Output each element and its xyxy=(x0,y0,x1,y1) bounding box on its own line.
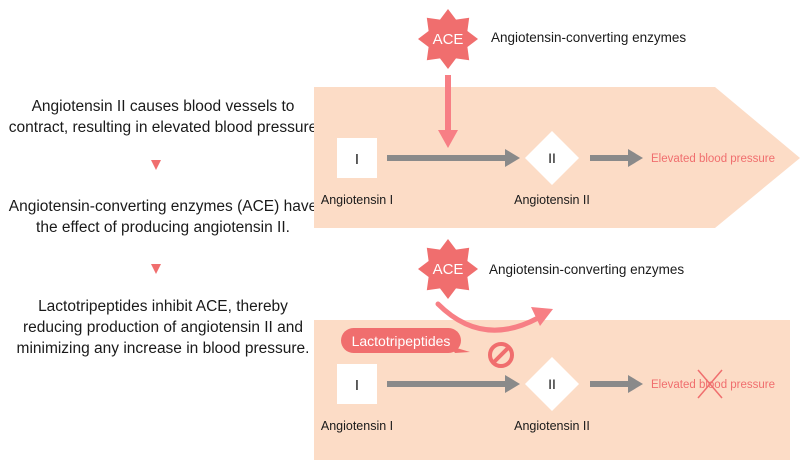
step-arrow-2 xyxy=(151,264,161,274)
conversion-arrow-shaft-upper xyxy=(387,155,507,161)
ace-label-lower: ACE xyxy=(433,261,464,278)
deflected-arrow-head xyxy=(531,307,553,326)
angiotensin-1-node-lower xyxy=(337,364,377,404)
prohibited-icon xyxy=(488,342,514,368)
ace-down-arrow-head xyxy=(438,130,458,148)
effect-arrow-head-lower xyxy=(628,375,643,393)
step-2-text: Angiotensin-converting enzymes (ACE) hav… xyxy=(8,198,318,236)
angiotensin-1-label-lower: Angiotensin I xyxy=(321,419,393,433)
step-3-text: Lactotripeptides inhibit ACE, thereby re… xyxy=(16,298,310,357)
lactotripeptides-badge: Lactotripeptides xyxy=(341,328,470,353)
angiotensin-2-label-lower: Angiotensin II xyxy=(514,419,590,433)
effect-arrow-shaft-lower xyxy=(590,381,630,387)
elevated-bp-lower: Elevated blood pressure xyxy=(651,379,775,391)
angiotensin-2-symbol-lower: II xyxy=(548,376,556,392)
ace-label-upper: ACE xyxy=(433,31,464,48)
elevated-bp-upper: Elevated blood pressure xyxy=(651,153,775,165)
ace-desc-upper: Angiotensin-converting enzymes xyxy=(491,30,686,45)
angiotensin-1-symbol-lower: I xyxy=(355,377,359,394)
effect-arrow-head-upper xyxy=(628,149,643,167)
ace-down-arrow-shaft xyxy=(445,75,451,132)
ace-star-lower: ACE xyxy=(418,239,478,299)
conversion-arrow-head-lower xyxy=(505,375,520,393)
angiotensin-2-node-lower xyxy=(525,357,579,411)
lactotripeptides-label: Lactotripeptides xyxy=(352,333,451,349)
ace-star-upper: ACE xyxy=(418,9,478,69)
ace-desc-lower: Angiotensin-converting enzymes xyxy=(489,262,684,277)
effect-arrow-shaft-upper xyxy=(590,155,630,161)
conversion-arrow-shaft-lower xyxy=(387,381,507,387)
angiotensin-2-symbol-upper: II xyxy=(548,150,556,166)
angiotensin-1-node-upper xyxy=(337,138,377,178)
cross-out-icon xyxy=(697,369,723,399)
angiotensin-2-label-upper: Angiotensin II xyxy=(514,193,590,207)
angiotensin-1-symbol-upper: I xyxy=(355,151,359,168)
angiotensin-1-label-upper: Angiotensin I xyxy=(321,193,393,207)
conversion-arrow-head-upper xyxy=(505,149,520,167)
deflected-arrow-curve xyxy=(435,301,541,333)
step-arrow-1 xyxy=(151,160,161,170)
step-1-text: Angiotensin II causes blood vessels to c… xyxy=(8,98,318,136)
angiotensin-2-node-upper xyxy=(525,131,579,185)
